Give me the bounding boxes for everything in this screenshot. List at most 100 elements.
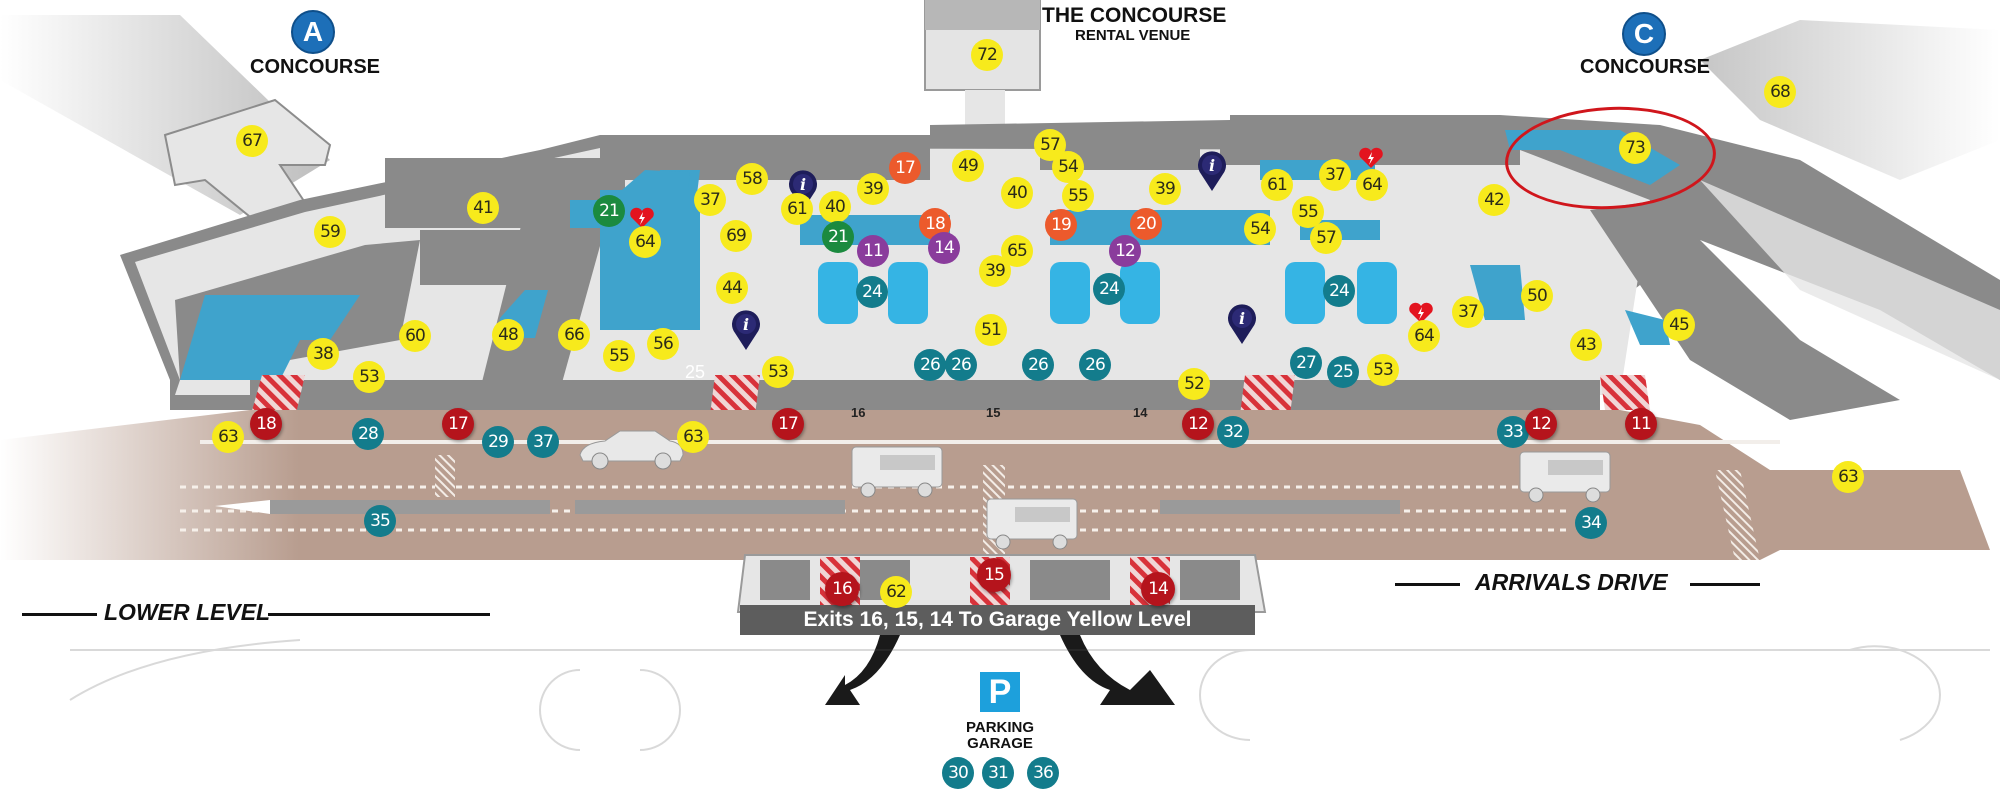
poi-marker-49-yellow[interactable]: 49 — [952, 150, 984, 182]
poi-marker-45-yellow[interactable]: 45 — [1663, 309, 1695, 341]
poi-marker-61-yellow[interactable]: 61 — [781, 193, 813, 225]
poi-marker-44-yellow[interactable]: 44 — [716, 272, 748, 304]
info-icon[interactable]: i — [1227, 303, 1257, 345]
poi-marker-18-red[interactable]: 18 — [250, 408, 282, 440]
shuttle-bus-icon — [851, 446, 943, 498]
poi-marker-16-red[interactable]: 16 — [825, 572, 859, 606]
level-rule-right — [268, 613, 490, 616]
poi-marker-53-yellow[interactable]: 53 — [353, 361, 385, 393]
poi-marker-28-teal[interactable]: 28 — [352, 418, 384, 450]
poi-marker-19-orange[interactable]: 19 — [1045, 209, 1077, 241]
poi-marker-33-teal[interactable]: 33 — [1497, 416, 1529, 448]
poi-marker-14-purple[interactable]: 14 — [928, 232, 960, 264]
aed-heart-icon[interactable] — [629, 207, 655, 229]
poi-marker-43-yellow[interactable]: 43 — [1570, 329, 1602, 361]
poi-marker-59-yellow[interactable]: 59 — [314, 216, 346, 248]
poi-marker-24-teal[interactable]: 24 — [856, 276, 888, 308]
poi-marker-12-red[interactable]: 12 — [1182, 408, 1214, 440]
poi-marker-17-red[interactable]: 17 — [772, 408, 804, 440]
poi-marker-32-teal[interactable]: 32 — [1217, 416, 1249, 448]
poi-marker-27-teal[interactable]: 27 — [1290, 347, 1322, 379]
poi-marker-53-yellow[interactable]: 53 — [1367, 354, 1399, 386]
poi-marker-12-red[interactable]: 12 — [1525, 408, 1557, 440]
poi-marker-24-teal[interactable]: 24 — [1093, 273, 1125, 305]
poi-marker-11-red[interactable]: 11 — [1625, 408, 1657, 440]
poi-marker-14-red[interactable]: 14 — [1141, 572, 1175, 606]
poi-marker-53-yellow[interactable]: 53 — [762, 356, 794, 388]
poi-marker-26-teal[interactable]: 26 — [945, 349, 977, 381]
aed-heart-icon[interactable] — [1358, 147, 1384, 169]
poi-marker-37-yellow[interactable]: 37 — [1319, 159, 1351, 191]
poi-marker-50-yellow[interactable]: 50 — [1521, 280, 1553, 312]
poi-marker-66-yellow[interactable]: 66 — [558, 319, 590, 351]
poi-marker-55-yellow[interactable]: 55 — [1062, 180, 1094, 212]
poi-marker-39-yellow[interactable]: 39 — [857, 173, 889, 205]
poi-marker-64-yellow[interactable]: 64 — [1356, 169, 1388, 201]
poi-marker-21-green[interactable]: 21 — [822, 221, 854, 253]
poi-marker-35-teal[interactable]: 35 — [364, 505, 396, 537]
poi-marker-24-teal[interactable]: 24 — [1323, 275, 1355, 307]
poi-marker-17-red[interactable]: 17 — [442, 408, 474, 440]
poi-marker-39-yellow[interactable]: 39 — [979, 255, 1011, 287]
poi-marker-55-yellow[interactable]: 55 — [1292, 196, 1324, 228]
poi-marker-62-yellow[interactable]: 62 — [880, 576, 912, 608]
poi-marker-29-teal[interactable]: 29 — [482, 426, 514, 458]
venue-subtitle: RENTAL VENUE — [1075, 27, 1191, 44]
poi-marker-30-teal[interactable]: 30 — [942, 757, 974, 789]
aed-heart-icon[interactable] — [1408, 302, 1434, 324]
poi-marker-64-yellow[interactable]: 64 — [629, 226, 661, 258]
poi-marker-58-yellow[interactable]: 58 — [736, 163, 768, 195]
poi-marker-68-yellow[interactable]: 68 — [1764, 76, 1796, 108]
poi-marker-15-red[interactable]: 15 — [977, 558, 1011, 592]
poi-marker-37-yellow[interactable]: 37 — [694, 184, 726, 216]
poi-marker-67-yellow[interactable]: 67 — [236, 125, 268, 157]
poi-marker-40-yellow[interactable]: 40 — [1001, 177, 1033, 209]
poi-marker-56-yellow[interactable]: 56 — [647, 328, 679, 360]
poi-marker-69-yellow[interactable]: 69 — [720, 220, 752, 252]
poi-marker-21-green[interactable]: 21 — [593, 195, 625, 227]
poi-marker-26-teal[interactable]: 26 — [1079, 349, 1111, 381]
info-icon[interactable]: i — [731, 309, 761, 351]
poi-marker-60-yellow[interactable]: 60 — [399, 320, 431, 352]
arrow-right — [1060, 635, 1175, 705]
poi-marker-36-teal[interactable]: 36 — [1027, 757, 1059, 789]
poi-marker-42-yellow[interactable]: 42 — [1478, 184, 1510, 216]
poi-marker-52-yellow[interactable]: 52 — [1178, 368, 1210, 400]
poi-marker-57-yellow[interactable]: 57 — [1310, 222, 1342, 254]
road-rule-left — [1395, 583, 1460, 586]
poi-marker-61-yellow[interactable]: 61 — [1261, 169, 1293, 201]
poi-marker-63-yellow[interactable]: 63 — [212, 421, 244, 453]
poi-marker-34-teal[interactable]: 34 — [1575, 507, 1607, 539]
poi-marker-57-yellow[interactable]: 57 — [1034, 129, 1066, 161]
poi-marker-54-yellow[interactable]: 54 — [1052, 151, 1084, 183]
poi-marker-11-purple[interactable]: 11 — [857, 235, 889, 267]
arrow-left — [825, 635, 900, 705]
poi-marker-48-yellow[interactable]: 48 — [492, 319, 524, 351]
poi-marker-41-yellow[interactable]: 41 — [467, 192, 499, 224]
poi-marker-37-yellow[interactable]: 37 — [1452, 296, 1484, 328]
poi-marker-55-yellow[interactable]: 55 — [603, 340, 635, 372]
poi-marker-17-orange[interactable]: 17 — [889, 152, 921, 184]
concourse-a-badge: A — [291, 10, 335, 54]
poi-marker-26-teal[interactable]: 26 — [1022, 349, 1054, 381]
info-icon[interactable]: i — [1197, 150, 1227, 192]
poi-marker-20-orange[interactable]: 20 — [1130, 208, 1162, 240]
poi-marker-51-yellow[interactable]: 51 — [975, 314, 1007, 346]
poi-marker-12-purple[interactable]: 12 — [1109, 235, 1141, 267]
faint-number: 25 — [685, 362, 706, 382]
poi-marker-37-teal[interactable]: 37 — [527, 426, 559, 458]
poi-marker-73-yellow[interactable]: 73 — [1619, 132, 1651, 164]
poi-marker-38-yellow[interactable]: 38 — [307, 338, 339, 370]
info-icon[interactable]: i — [788, 169, 818, 211]
poi-marker-63-yellow[interactable]: 63 — [1832, 461, 1864, 493]
poi-marker-63-yellow[interactable]: 63 — [677, 421, 709, 453]
poi-marker-40-yellow[interactable]: 40 — [819, 191, 851, 223]
poi-marker-72-yellow[interactable]: 72 — [971, 39, 1003, 71]
poi-marker-26-teal[interactable]: 26 — [914, 349, 946, 381]
concourse-c-label: CONCOURSE — [1580, 56, 1711, 78]
poi-marker-25-teal[interactable]: 25 — [1327, 356, 1359, 388]
poi-marker-54-yellow[interactable]: 54 — [1244, 213, 1276, 245]
poi-marker-31-teal[interactable]: 31 — [982, 757, 1014, 789]
poi-marker-64-yellow[interactable]: 64 — [1408, 320, 1440, 352]
poi-marker-39-yellow[interactable]: 39 — [1149, 173, 1181, 205]
